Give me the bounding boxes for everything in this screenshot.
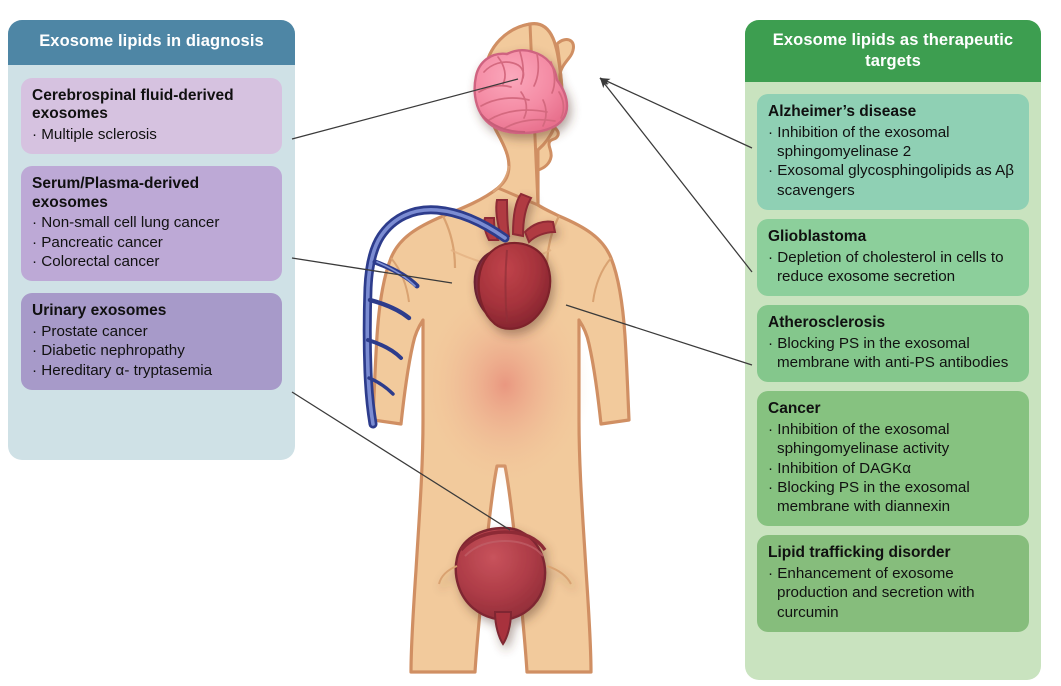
list-item: · Diabetic nephropathy (32, 342, 185, 360)
list-item: · Blocking PS in the exosomal membrane w… (768, 334, 1009, 372)
card-item-list: · Non-small cell lung cancer · Pancreati… (32, 213, 271, 271)
heart-organ (473, 192, 557, 330)
card-atherosclerosis[interactable]: Atherosclerosis · Blocking PS in the exo… (757, 305, 1029, 383)
card-title: Atherosclerosis (768, 314, 886, 332)
list-item: · Pancreatic cancer (32, 233, 163, 251)
card-serum-plasma-derived-exosomes[interactable]: Serum/Plasma-derived exosomes · Non-smal… (21, 166, 282, 282)
card-alzheimers-disease[interactable]: Alzheimer’s disease · Inhibition of the … (757, 94, 1029, 211)
card-title: Serum/Plasma-derived exosomes (32, 175, 200, 211)
list-item: · Exosomal glycosphingolipids as Aβ scav… (768, 162, 1014, 199)
bladder-dome-rim (459, 530, 547, 552)
list-item: · Depletion of cholesterol in cells to r… (768, 248, 1004, 285)
list-item: · Multiple sclerosis (32, 125, 157, 143)
card-item-list: · Enhancement of exosome production and … (768, 564, 1018, 622)
therapeutic-targets-panel-title: Exosome lipids as therapeutic targets (745, 20, 1041, 83)
list-item: · Inhibition of the exosomal sphingomyel… (768, 421, 950, 458)
card-title: Glioblastoma (768, 228, 867, 246)
left-shoulder-line (442, 215, 457, 269)
vein-branch-3 (366, 338, 403, 360)
card-title: Cerebrospinal fluid-derived exosomes (32, 86, 234, 123)
card-title: Alzheimer’s disease (768, 103, 917, 121)
card-lipid-trafficking-disorder[interactable]: Lipid trafficking disorder · Enhancement… (757, 535, 1029, 632)
card-item-list: · Blocking PS in the exosomal membrane w… (768, 334, 1018, 373)
list-item: · Non-small cell lung cancer (32, 214, 220, 232)
bladder-organ (438, 526, 572, 646)
card-title: Lipid trafficking disorder (768, 544, 951, 562)
card-urinary-exosomes[interactable]: Urinary exosomes · Prostate cancer · Dia… (21, 293, 282, 390)
card-title: Urinary exosomes (32, 302, 167, 320)
list-item: · Blocking PS in the exosomal membrane w… (768, 478, 970, 516)
therapeutic-card-list: Alzheimer’s disease · Inhibition of the … (745, 82, 1041, 644)
card-glioblastoma[interactable]: Glioblastoma · Depletion of cholesterol … (757, 219, 1029, 297)
card-title: Cancer (768, 400, 821, 418)
list-item: · Inhibition of DAGKα (768, 459, 911, 477)
neck-line (492, 165, 510, 193)
vein-branch-2 (367, 297, 412, 321)
card-cancer[interactable]: Cancer · Inhibition of the exosomal sphi… (757, 391, 1029, 527)
heart-sulcus (504, 249, 508, 323)
pelvic-line-right (546, 565, 572, 585)
card-cerebrospinal-fluid-derived-exosomes[interactable]: Cerebrospinal fluid-derived exosomes · M… (21, 77, 282, 155)
card-item-list: · Depletion of cholesterol in cells to r… (768, 248, 1018, 287)
card-item-list: · Multiple sclerosis (32, 125, 271, 144)
list-item: · Colorectal cancer (32, 253, 160, 271)
list-item: · Prostate cancer (32, 322, 148, 340)
card-item-list: · Inhibition of the exosomal sphingomyel… (768, 420, 1018, 516)
therapeutic-targets-panel: Exosome lipids as therapeutic targets Al… (745, 20, 1041, 680)
card-item-list: · Inhibition of the exosomal sphingomyel… (768, 123, 1018, 200)
diagnosis-card-list: Cerebrospinal fluid-derived exosomes · M… (8, 65, 295, 404)
heart-shape (477, 241, 552, 330)
list-item: · Inhibition of the exosomal sphingomyel… (768, 123, 950, 161)
human-body-figure (355, 0, 715, 686)
list-item: · Hereditary α- tryptasemia (32, 361, 213, 379)
pelvic-line-left (438, 565, 458, 585)
diagnosis-panel: Exosome lipids in diagnosis Cerebrospina… (8, 20, 295, 460)
diagnosis-panel-title: Exosome lipids in diagnosis (8, 20, 295, 65)
list-item: · Enhancement of exosome production and … (768, 565, 975, 621)
bladder-dome-highlight (464, 539, 544, 557)
card-item-list: · Prostate cancer · Diabetic nephropathy… (32, 322, 271, 380)
urethra (493, 611, 513, 646)
